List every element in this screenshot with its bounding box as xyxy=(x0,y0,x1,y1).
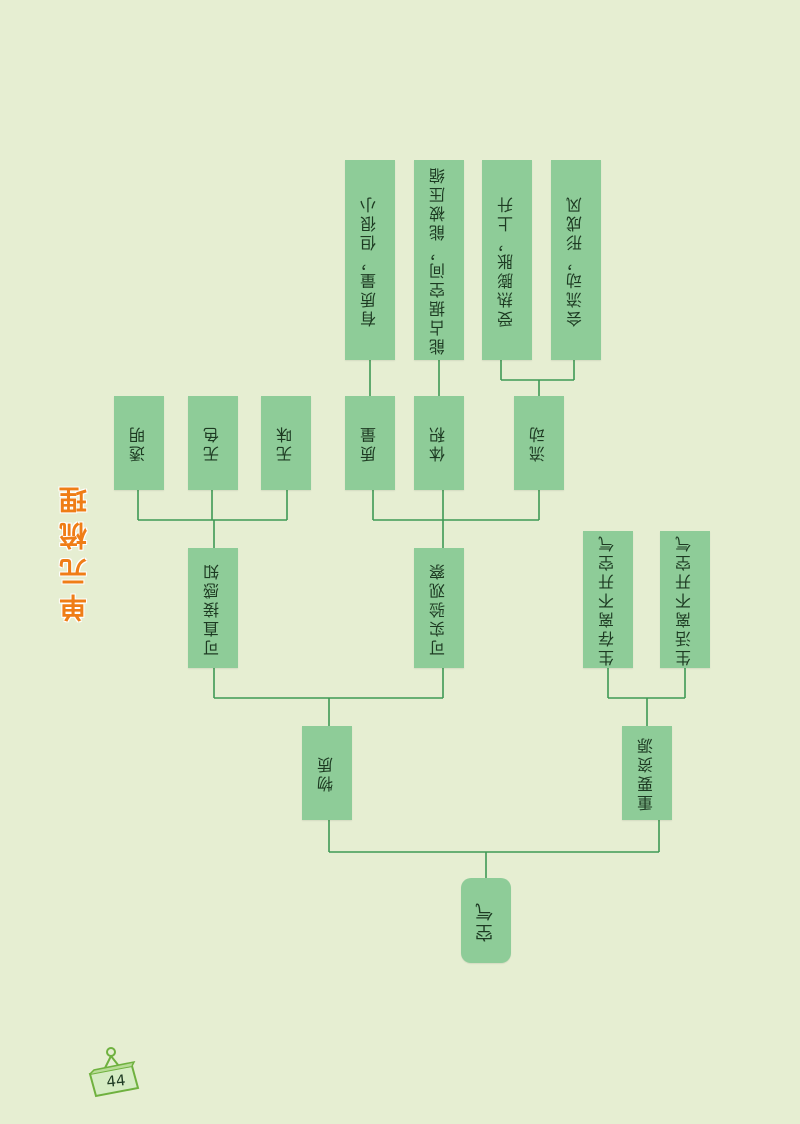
node-experimental-observation: 可实验观察 xyxy=(414,548,464,668)
node-direct-perception: 可直接感知 xyxy=(188,548,238,668)
node-volume-detail: 能占据空间，能被压缩 xyxy=(414,160,464,360)
node-matter: 物质 xyxy=(302,726,352,820)
node-important-resource: 重要资源 xyxy=(622,726,672,820)
node-flow: 流动 xyxy=(514,396,564,490)
node-volume: 体积 xyxy=(414,396,464,490)
node-life: 生活离不开空气 xyxy=(660,531,710,668)
node-mass-detail: 有质量，但很小 xyxy=(345,160,395,360)
node-mass: 质量 xyxy=(345,396,395,490)
node-wind-detail: 会流动，形成风 xyxy=(551,160,601,360)
node-colorless: 无色 xyxy=(188,396,238,490)
root-node-air: 空气 xyxy=(461,878,511,963)
node-survival: 生存离不开空气 xyxy=(583,531,633,668)
node-odorless: 无味 xyxy=(261,396,311,490)
page-badge-icon xyxy=(88,1047,140,1098)
page-number: 44 xyxy=(105,1071,127,1091)
node-expand-detail: 受热膨胀，上升 xyxy=(482,160,532,360)
node-transparent: 透明 xyxy=(114,396,164,490)
